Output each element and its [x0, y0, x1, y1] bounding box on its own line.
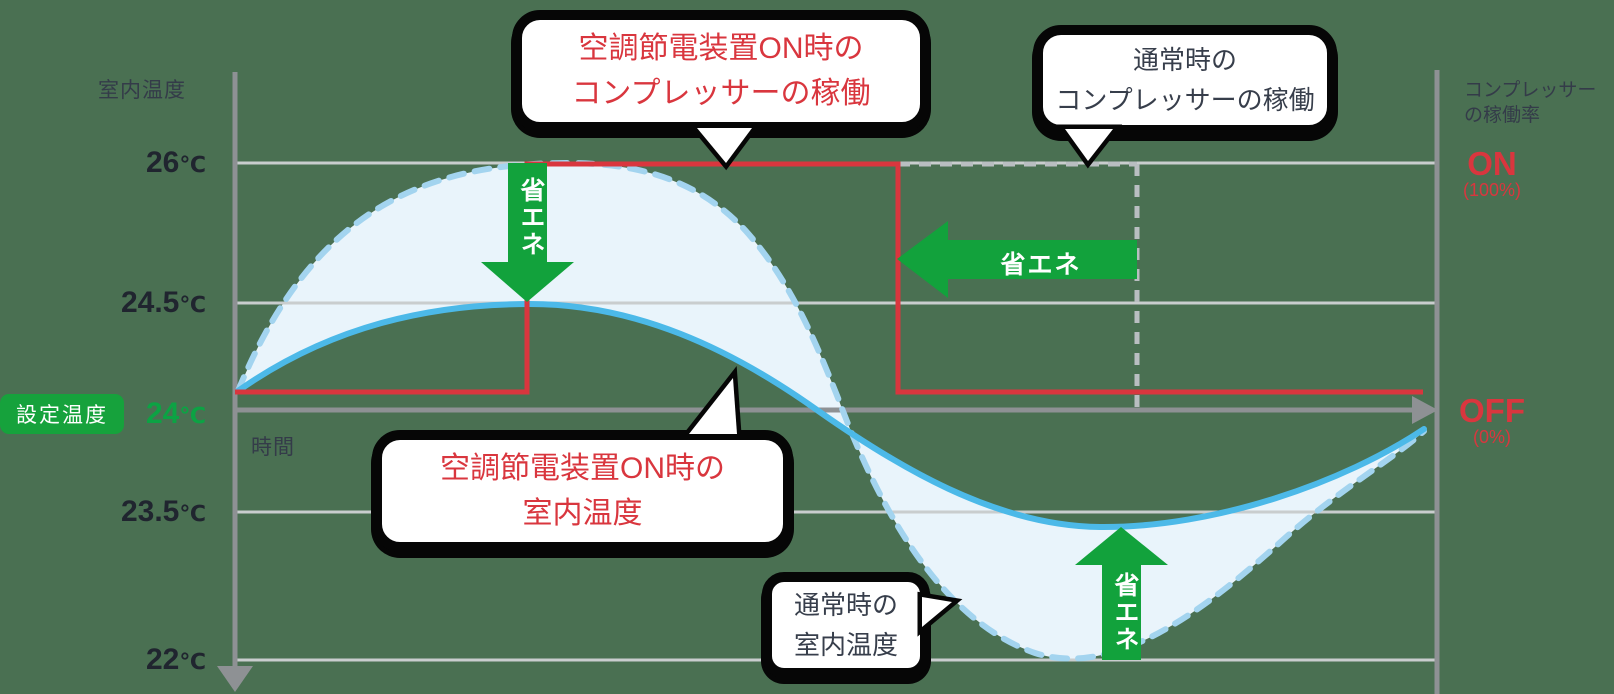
callout-saving-compressor: 空調節電装置ON時の コンプレッサーの稼働 [512, 10, 930, 132]
right-tick-off: OFF (0%) [1459, 392, 1525, 447]
x-axis-arrowhead [1412, 396, 1438, 424]
y-axis-arrowhead [217, 666, 253, 692]
callout-normal-compressor: 通常時の コンプレッサーの稼働 [1033, 25, 1337, 135]
right-axis-title-line1: コンプレッサー [1464, 80, 1597, 101]
x-axis-title: 時間 [251, 436, 295, 459]
tick-22c: 22℃ [145, 643, 206, 676]
right-axis-title-line2: の稼働率 [1464, 105, 1541, 126]
saving-down-arrow-label: 省エネ [517, 177, 545, 258]
tick-24-5c: 24.5℃ [120, 286, 206, 319]
callout-normal-compressor-pointer [1056, 124, 1123, 169]
saving-down-arrow-shaft [508, 163, 547, 264]
saving-up-arrow-shaft [1102, 563, 1141, 660]
saving-left-arrow-head [897, 221, 948, 298]
saving-up-arrow [1075, 527, 1168, 660]
callout-saving-room-temp-pointer [679, 366, 742, 439]
saving-down-arrow [481, 163, 574, 302]
saving-left-arrow-label: 省エネ [1000, 251, 1082, 279]
saving-room-temp-curve [235, 300, 1427, 531]
tick-24c-setpoint: 24℃ [145, 397, 206, 430]
y-axis-title: 室内温度 [98, 79, 186, 102]
normal-room-temp-curve [235, 160, 1427, 662]
saving-up-arrow-label: 省エネ [1111, 572, 1139, 653]
right-tick-on: ON (100%) [1462, 145, 1522, 200]
axes [232, 70, 1440, 694]
normal-compressor-step [898, 161, 1140, 407]
saving-compressor-step [235, 161, 1423, 395]
saving-down-arrow-head [481, 262, 574, 302]
right-axis-title: コンプレッサー の稼働率 [1464, 78, 1614, 128]
saving-left-arrow-shaft [946, 240, 1137, 279]
energy-saving-arrows [481, 163, 1168, 660]
saving-up-arrow-head [1075, 527, 1168, 565]
tick-23-5c: 23.5℃ [120, 495, 206, 528]
callout-normal-room-temp-pointer [917, 591, 963, 637]
set-temperature-badge: 設定温度 [0, 394, 124, 434]
callout-saving-compressor-pointer [687, 123, 761, 171]
tick-26c: 26℃ [145, 146, 206, 179]
saving-left-arrow [897, 221, 1137, 298]
callout-saving-room-temp: 空調節電装置ON時の 室内温度 [372, 430, 793, 552]
callout-normal-room-temp: 通常時の 室内温度 [762, 572, 930, 678]
